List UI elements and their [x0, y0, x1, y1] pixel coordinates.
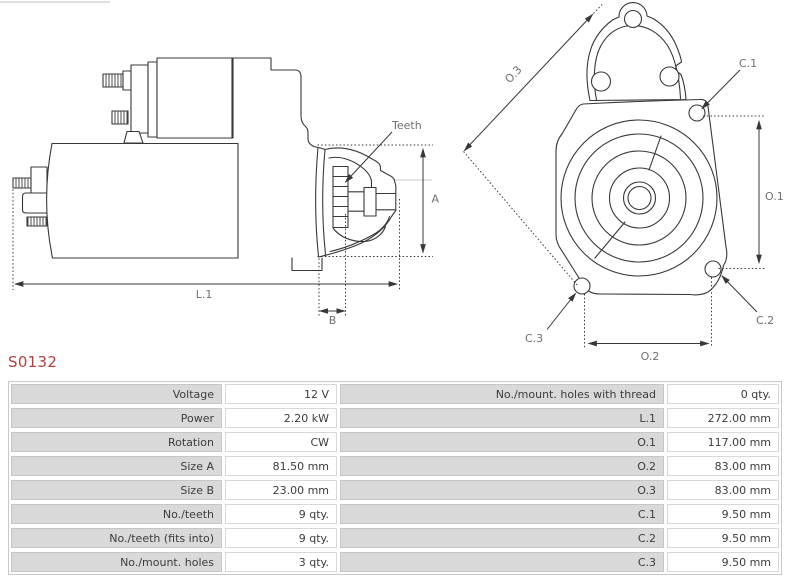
- mount-hole-c1: [688, 104, 706, 122]
- spec-table: Voltage 12 V No./mount. holes with threa…: [8, 381, 782, 575]
- spec-label-cell: Voltage: [11, 384, 222, 404]
- dim-line-o3: [463, 13, 594, 152]
- bell-right-hole: [659, 66, 680, 87]
- spec-label-cell: Power: [11, 408, 222, 428]
- teeth-leader-line: [344, 131, 393, 183]
- solenoid-mount: [123, 130, 144, 144]
- mounting-flange-outline: [555, 98, 728, 296]
- spec-value-cell: 12 V: [225, 384, 337, 404]
- spec-label-cell: No./teeth (fits into): [11, 528, 222, 548]
- side-view-label-b: B: [329, 314, 337, 327]
- spec-value-cell: 81.50 mm: [225, 456, 337, 476]
- spec-value-cell: 117.00 mm: [667, 432, 779, 452]
- spec-label-cell: No./mount. holes with thread: [340, 384, 664, 404]
- spec-value-cell: CW: [225, 432, 337, 452]
- mount-hole-c3: [573, 277, 591, 295]
- solenoid-stud: [111, 110, 129, 125]
- front-view-dimensions: [463, 3, 765, 348]
- drive-end-bell: [324, 147, 397, 256]
- shaft-circle-inner: [627, 185, 652, 211]
- spec-value-cell: 9 qty.: [225, 504, 337, 524]
- front-view-label-o1: O.1: [765, 190, 784, 203]
- c2-leader-line: [721, 275, 758, 313]
- spec-label-cell: C.3: [340, 552, 664, 572]
- side-view-label-a: A: [432, 193, 440, 206]
- side-view-dimensions: [12, 131, 433, 316]
- terminal-stud: [12, 177, 32, 189]
- bell-left-hole: [590, 71, 612, 92]
- bell-inner-line: [328, 156, 373, 191]
- gear-housing-circle: [591, 150, 687, 246]
- mount-hole-c2: [704, 260, 722, 278]
- spec-label-cell: C.1: [340, 504, 664, 524]
- terminal-block: [21, 192, 48, 214]
- shaft-nut: [363, 186, 377, 217]
- spec-label-cell: Rotation: [11, 432, 222, 452]
- c1-leader-line: [701, 69, 741, 110]
- spec-label-cell: No./teeth: [11, 504, 222, 524]
- part-number: S0132: [8, 353, 58, 371]
- front-view-label-c2: C.2: [756, 314, 774, 327]
- spec-value-cell: 2.20 kW: [225, 408, 337, 428]
- motor-body: [46, 142, 239, 259]
- c3-leader-line: [546, 292, 577, 330]
- spec-value-cell: 9 qty.: [225, 528, 337, 548]
- drive-end-flange: [322, 148, 327, 256]
- terminal-stud: [26, 216, 48, 227]
- drive-housing: [231, 57, 319, 149]
- spec-label-cell: Size A: [11, 456, 222, 476]
- spec-label-cell: Size B: [11, 480, 222, 500]
- spec-value-cell: 83.00 mm: [667, 456, 779, 476]
- side-view-label-l1: L.1: [196, 288, 213, 301]
- solenoid-cap: [130, 64, 149, 134]
- spec-label-cell: O.3: [340, 480, 664, 500]
- pinion-teeth-lines: [332, 175, 349, 218]
- spec-value-cell: 0 qty.: [667, 384, 779, 404]
- bell-inner-line: [332, 225, 387, 243]
- side-view-label-teeth: Teeth: [391, 119, 422, 132]
- front-view-drawing: [555, 1, 728, 296]
- extension-line: [593, 3, 603, 14]
- front-view-label-c1: C.1: [739, 57, 757, 70]
- front-view-label-o3: O.3: [502, 63, 524, 86]
- spec-value-cell: 272.00 mm: [667, 408, 779, 428]
- solenoid-flange: [147, 61, 158, 138]
- spec-value-cell: 83.00 mm: [667, 480, 779, 500]
- foot-bracket: [291, 257, 323, 272]
- shaft: [347, 191, 365, 212]
- spec-value-cell: 9.50 mm: [667, 552, 779, 572]
- top-edge-artifact: [0, 1, 110, 3]
- spec-label-cell: C.2: [340, 528, 664, 548]
- hub-circle: [608, 167, 671, 229]
- gear-housing-circle-outer: [560, 119, 718, 277]
- spec-label-cell: L.1: [340, 408, 664, 428]
- shaft: [375, 192, 397, 211]
- spec-label-cell: O.2: [340, 456, 664, 476]
- side-view-drawing: [12, 57, 397, 272]
- front-view-label-o2: O.2: [641, 350, 660, 363]
- spec-value-cell: 23.00 mm: [225, 480, 337, 500]
- gear-housing-circle: [574, 133, 704, 263]
- terminal-block: [30, 166, 48, 194]
- bell-top-hole: [623, 9, 643, 29]
- solenoid-stud: [102, 73, 125, 88]
- drive-end-flange: [315, 146, 320, 258]
- section-line: [648, 135, 662, 171]
- spec-value-cell: 3 qty.: [225, 552, 337, 572]
- spec-value-cell: 9.50 mm: [667, 528, 779, 548]
- shaft-circle: [622, 181, 657, 215]
- spec-label-cell: No./mount. holes: [11, 552, 222, 572]
- front-view-label-c3: C.3: [525, 332, 543, 345]
- section-line: [594, 221, 626, 259]
- solenoid-body: [156, 57, 234, 139]
- technical-drawing: Teeth A L.1 B: [12, 1, 784, 363]
- spec-label-cell: O.1: [340, 432, 664, 452]
- spec-value-cell: 9.50 mm: [667, 504, 779, 524]
- bell-inner-line: [329, 215, 391, 253]
